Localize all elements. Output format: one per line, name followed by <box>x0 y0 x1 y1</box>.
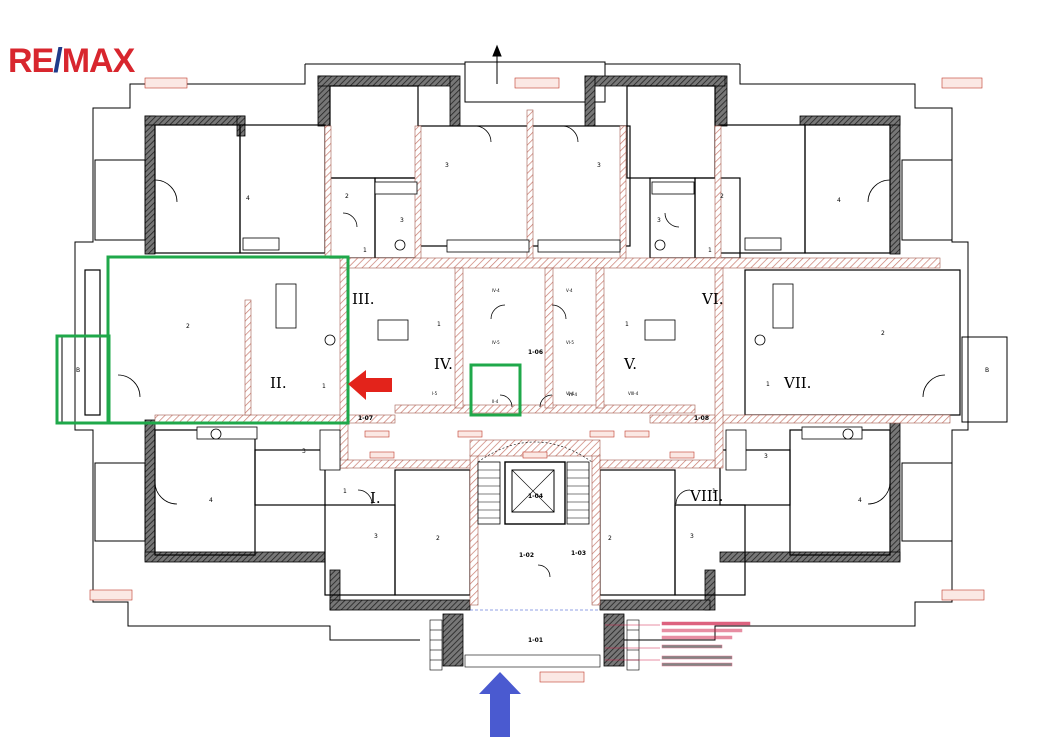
cellar-label: V-4 <box>566 288 573 293</box>
cellar-label: VII-4 <box>568 392 578 397</box>
highlight-balcony-frame <box>55 334 111 425</box>
remax-logo: RE/MAX <box>8 42 136 80</box>
unit-label-2: II. <box>270 374 287 392</box>
cellar-labels: IV-4 V-4 IV-5 VI-5 II-4 VI-4 VII-4 VIII-… <box>432 288 639 404</box>
room-number: 2 <box>345 193 349 200</box>
room-number: 1 <box>625 321 629 328</box>
balcony-b-left: B <box>76 367 80 374</box>
room-number: 3 <box>597 162 601 169</box>
cellar-label: II-4 <box>492 399 499 404</box>
staircase <box>477 441 593 525</box>
balconies <box>61 159 1008 542</box>
logo-slash: / <box>53 42 63 80</box>
room-number: 2 <box>720 193 724 200</box>
highlight-unit-frame <box>106 255 350 425</box>
room-number: 3 <box>690 533 694 540</box>
unit-label-1: I. <box>370 489 381 507</box>
room-number: 3 <box>302 448 306 455</box>
corridor-label: 1-02 <box>519 552 534 559</box>
room-number: 3 <box>764 453 768 460</box>
corridor-label: 1-08 <box>694 415 709 422</box>
balcony-b-right: B <box>985 367 989 374</box>
elevator-label: 1-04 <box>528 493 543 500</box>
room-number: 4 <box>209 497 213 504</box>
unit-label-6: VI. <box>701 290 724 308</box>
door-swings <box>117 125 946 578</box>
unit-label-5: V. <box>623 355 637 373</box>
room-number: 2 <box>881 330 885 337</box>
highlight-cellar-frame <box>469 363 522 417</box>
room-number: 1 <box>363 247 367 254</box>
unit-label-4: IV. <box>434 355 453 373</box>
balcony-labels: B B <box>76 367 989 374</box>
area-tags <box>89 77 985 683</box>
room-number: 1 <box>322 383 326 390</box>
room-number: 2 <box>436 535 440 542</box>
unit-labels: I. II. III. IV. V. VI. VII. VIII. <box>270 290 811 507</box>
entrance-notes <box>605 621 751 667</box>
cellar-label: IV-4 <box>492 288 500 293</box>
unit-label-3: III. <box>352 290 375 308</box>
room-number: 1 <box>437 321 441 328</box>
cellar-label: VIII-4 <box>628 391 639 396</box>
corridor-label: 1-06 <box>528 349 543 356</box>
room-number: 3 <box>657 217 661 224</box>
cellar-label: VI-4 <box>566 391 574 396</box>
hatched-walls <box>154 109 951 606</box>
cellar-label: VI-5 <box>566 340 574 345</box>
unit-label-7: VII. <box>783 374 811 392</box>
highlight-frames <box>55 255 522 425</box>
room-number: 1 <box>766 381 770 388</box>
corridor-label: 1-07 <box>358 415 373 422</box>
north-arrow-icon <box>488 44 508 84</box>
room-number: 3 <box>400 217 404 224</box>
unit-label-8: VIII. <box>689 487 723 505</box>
interior-walls <box>84 85 961 596</box>
corridor-labels: 1-07 1-08 1-06 1-02 1-03 1-01 1-04 <box>358 349 709 644</box>
room-number: 4 <box>837 197 841 204</box>
room-number: 2 <box>186 323 190 330</box>
room-number: 1 <box>712 488 716 495</box>
logo-re: RE <box>8 42 54 80</box>
room-number: 3 <box>445 162 449 169</box>
room-number: 2 <box>608 535 612 542</box>
exterior-walls <box>144 75 901 667</box>
corridor-label: 1-01 <box>528 637 543 644</box>
outer-outline <box>74 61 969 641</box>
corridor-label: 1-03 <box>571 550 586 557</box>
fixtures <box>196 181 863 471</box>
room-numbers: 2 2 4 4 4 4 3 3 2 2 3 3 1 1 1 1 1 1 1 1 … <box>186 162 885 542</box>
entrance-steps <box>429 609 640 671</box>
room-number: 4 <box>858 497 862 504</box>
room-number: 1 <box>708 247 712 254</box>
room-number: 4 <box>246 195 250 202</box>
room-number: 3 <box>374 533 378 540</box>
room-number: 1 <box>343 488 347 495</box>
cellar-label: IV-5 <box>492 340 500 345</box>
entry-arrow-icon <box>479 672 521 737</box>
cellar-label: I-5 <box>432 391 438 396</box>
logo-max: MAX <box>61 42 136 80</box>
pointer-arrow-icon <box>348 370 392 400</box>
